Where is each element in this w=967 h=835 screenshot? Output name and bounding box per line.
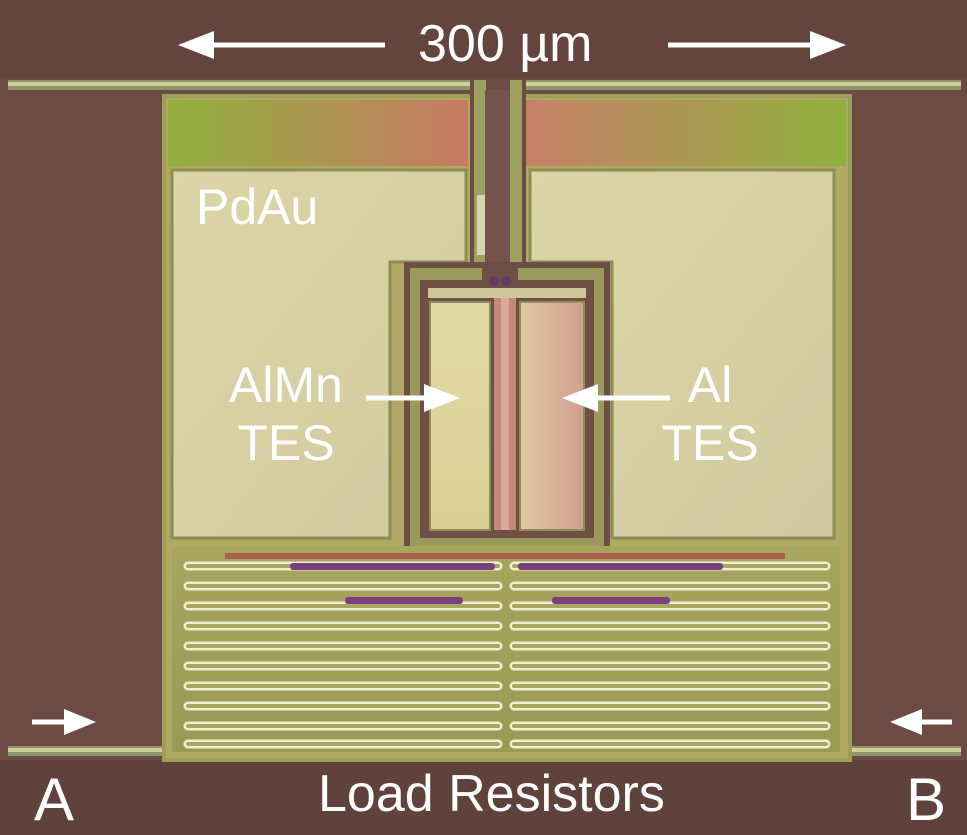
bias-lines-top bbox=[8, 80, 961, 90]
right-band bbox=[526, 100, 846, 166]
almn-tes bbox=[429, 301, 491, 531]
scale-label: 300 µm bbox=[418, 15, 593, 73]
bias-lines-bottom bbox=[8, 746, 961, 756]
al-label-line1: Al bbox=[687, 357, 733, 413]
port-arrows bbox=[32, 709, 952, 735]
port-a-label: A bbox=[34, 766, 75, 833]
al-label-line2: TES bbox=[661, 415, 759, 471]
port-b-label: B bbox=[906, 766, 947, 833]
load-resistors-label: Load Resistors bbox=[318, 765, 665, 823]
almn-label: AlMn TES bbox=[206, 356, 366, 472]
almn-label-line1: AlMn bbox=[229, 357, 343, 413]
pdau-label: PdAu bbox=[196, 179, 319, 235]
pdau-pad-left bbox=[170, 168, 468, 540]
left-band bbox=[168, 100, 468, 166]
al-label: Al TES bbox=[640, 356, 780, 472]
resistor-segments bbox=[290, 563, 723, 604]
tes-arrows bbox=[366, 384, 670, 412]
almn-label-line2: TES bbox=[237, 415, 335, 471]
scale-arrows bbox=[178, 31, 846, 59]
al-tes bbox=[519, 301, 585, 531]
